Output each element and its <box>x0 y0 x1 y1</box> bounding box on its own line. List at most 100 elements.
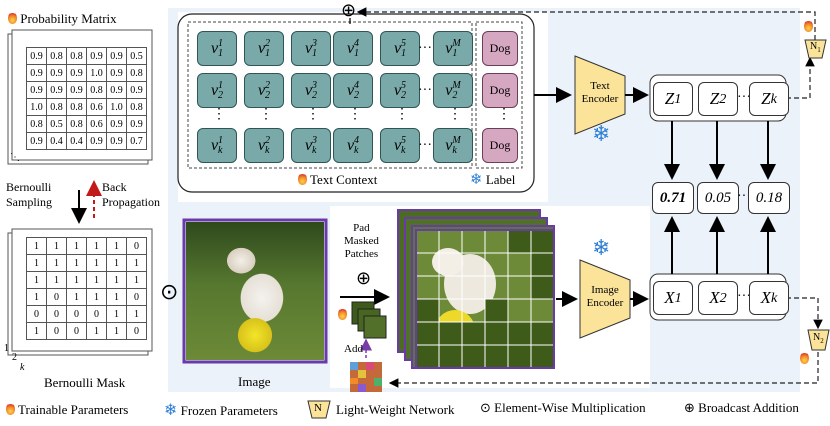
matrix-cell: 0.8 <box>66 98 87 116</box>
n1-shape <box>804 39 827 59</box>
matrix-cell: 1 <box>106 288 127 306</box>
matrix-cell: 1 <box>46 237 67 255</box>
matrix-cell: 1 <box>126 254 147 272</box>
matrix-cell: 1 <box>66 271 87 289</box>
score-1: 0.71 <box>652 182 694 214</box>
dog-label-cell: Dog <box>482 31 518 66</box>
matrix-cell: 0.9 <box>126 81 147 99</box>
matrix-cell: 1 <box>26 288 47 306</box>
n2-fire <box>800 350 809 368</box>
col-vdots: ⋮ <box>212 107 226 122</box>
axis-2: 2 <box>12 352 17 363</box>
matrix-cell: 1 <box>86 271 107 289</box>
fire-icon <box>8 12 17 24</box>
n2-shape <box>807 329 830 351</box>
matrix-cell: 0.7 <box>126 132 147 150</box>
matrix-cell: 0.4 <box>46 132 67 150</box>
matrix-cell: 1 <box>46 271 67 289</box>
matrix-cell: 1 <box>26 271 47 289</box>
matrix-cell: 0 <box>126 237 147 255</box>
matrix-cell: 1 <box>106 322 127 340</box>
snowflake-icon: ❄ <box>592 122 611 147</box>
matrix-cell: 0.9 <box>26 47 47 65</box>
n1-fire <box>804 18 813 36</box>
col-vdots: ⋮ <box>448 107 462 122</box>
legend-n-shape <box>307 400 331 419</box>
fire-icon <box>804 20 813 32</box>
matrix-cell: 0.8 <box>46 98 67 116</box>
matrix-cell: 0.9 <box>46 64 67 82</box>
matrix-cell: 0.8 <box>26 115 47 133</box>
matrix-cell: 0.4 <box>66 132 87 150</box>
x-ellipsis: ··· <box>737 289 751 304</box>
legend-frozen: ❄ Frozen Parameters <box>164 400 278 419</box>
broadcast-op-top: ⊕ <box>341 0 357 21</box>
fire-icon <box>6 403 15 415</box>
col-vdots: ⋮ <box>395 107 409 122</box>
legend-trainable: Trainable Parameters <box>6 402 128 418</box>
bernoulli-sampling-label: Bernoulli Sampling <box>6 180 53 209</box>
matrix-cell: 0.5 <box>46 115 67 133</box>
matrix-cell: 0.8 <box>46 47 67 65</box>
row-ellipsis: ··· <box>418 83 432 98</box>
matrix-cell: 0.9 <box>106 64 127 82</box>
matrix-cell: 0.9 <box>46 81 67 99</box>
prob-matrix-title: Probability Matrix <box>8 11 117 27</box>
n2-label: N2 <box>813 332 824 345</box>
matrix-cell: 1 <box>66 254 87 272</box>
dog-image <box>186 222 324 360</box>
back-propagation-label: Back Propagation <box>102 180 160 209</box>
score-ellipsis: ··· <box>737 189 751 204</box>
matrix-cell: 0.9 <box>86 132 107 150</box>
dog-label-cell: Dog <box>482 73 518 108</box>
matrix-cell: 1 <box>26 237 47 255</box>
matrix-cell: 0.9 <box>26 132 47 150</box>
col-vdots: ⋮ <box>306 107 320 122</box>
patch-grid <box>415 229 555 369</box>
matrix-cell: 1.0 <box>106 98 127 116</box>
matrix-cell: 0 <box>86 305 107 323</box>
matrix-cell: 0.8 <box>86 81 107 99</box>
snowflake-icon: ❄ <box>164 400 178 419</box>
col-vdots: ⋮ <box>497 107 511 122</box>
image-encoder-shape <box>579 259 631 339</box>
fire-icon <box>338 308 347 320</box>
matrix-cell: 0.9 <box>26 81 47 99</box>
matrix-cell: 0.8 <box>126 98 147 116</box>
matrix-cell: 0.6 <box>86 115 107 133</box>
matrix-cell: 0.9 <box>126 115 147 133</box>
matrix-cell: 1 <box>86 288 107 306</box>
matrix-cell: 0.8 <box>66 115 87 133</box>
matrix-cell: 0 <box>66 322 87 340</box>
score-2: 0.05 <box>697 182 739 214</box>
fire-icon <box>800 352 809 364</box>
matrix-cell: 1 <box>26 322 47 340</box>
matrix-cell: 0.8 <box>126 64 147 82</box>
legend-elementwise: ⊙ Element-Wise Multiplication <box>480 400 646 416</box>
axis-1: 1 <box>4 343 9 354</box>
matrix-cell: 1 <box>66 237 87 255</box>
image-frame <box>182 218 328 364</box>
matrix-cell: 1 <box>26 254 47 272</box>
